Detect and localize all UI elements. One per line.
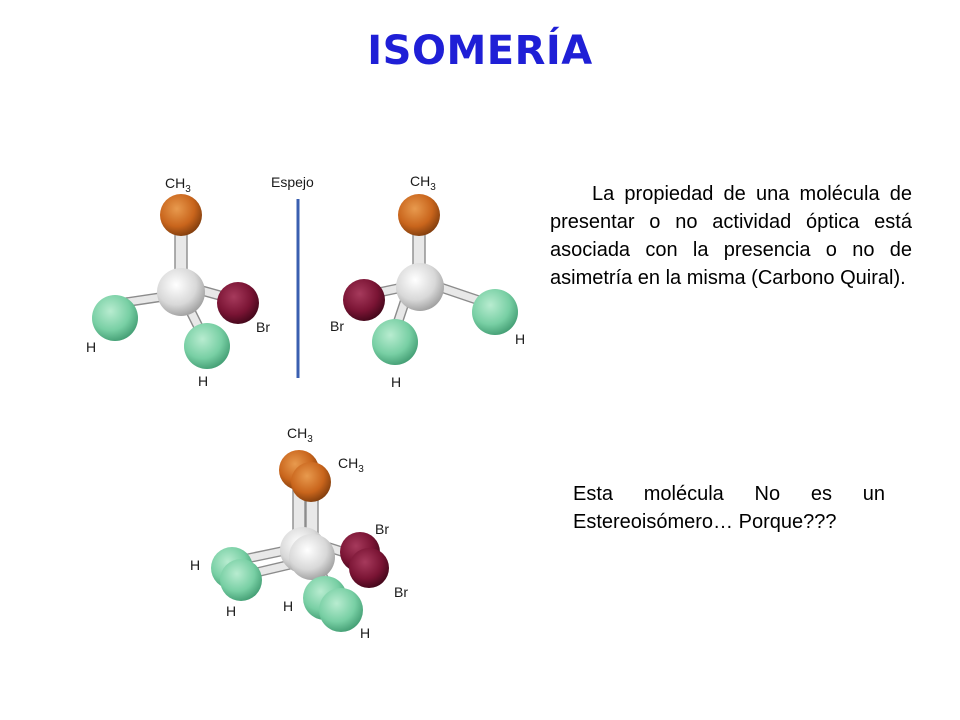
hydrogen-atom <box>92 295 138 341</box>
mirror: Espejo <box>271 174 314 378</box>
bromine-label: Br <box>256 319 270 335</box>
hydrogen-label: H <box>86 339 96 355</box>
methyl-atom <box>160 194 202 236</box>
methyl-atom <box>398 194 440 236</box>
molecule-left: CH3 Br H H <box>86 175 270 389</box>
bromine-label: Br <box>330 318 344 334</box>
mirror-label: Espejo <box>271 174 314 190</box>
carbon-atom <box>396 263 444 311</box>
molecule-right: CH3 Br H H <box>330 173 525 390</box>
methyl-label: CH3 <box>338 455 364 475</box>
hydrogen-label: H <box>360 625 370 641</box>
methyl-label: CH3 <box>287 425 313 445</box>
carbon-atom <box>289 534 335 580</box>
hydrogen-label: H <box>226 603 236 619</box>
carbon-atom <box>157 268 205 316</box>
chirality-explanation: La propiedad de una molécula de presenta… <box>550 180 912 292</box>
bromine-atom <box>217 282 259 324</box>
hydrogen-atom <box>220 559 262 601</box>
hydrogen-atom <box>319 588 363 632</box>
hydrogen-label: H <box>198 373 208 389</box>
hydrogen-atom <box>372 319 418 365</box>
hydrogen-label: H <box>391 374 401 390</box>
methyl-label: CH3 <box>165 175 191 195</box>
hydrogen-atom <box>184 323 230 369</box>
hydrogen-label: H <box>283 598 293 614</box>
bromine-atom <box>343 279 385 321</box>
methyl-label: CH3 <box>410 173 436 193</box>
bromine-label: Br <box>375 521 389 537</box>
bromine-atom <box>349 548 389 588</box>
slide-title: ISOMERÍA <box>367 28 593 74</box>
methyl-atom <box>291 462 331 502</box>
hydrogen-label: H <box>515 331 525 347</box>
bromine-label: Br <box>394 584 408 600</box>
molecule-superimposed: CH3 CH3 Br Br H H H H <box>190 425 408 641</box>
hydrogen-atom <box>472 289 518 335</box>
chirality-explanation-text: La propiedad de una molécula de presenta… <box>550 183 912 289</box>
hydrogen-label: H <box>190 557 200 573</box>
stereoisomer-question: Esta molécula No es un Estereoisómero… P… <box>573 483 885 533</box>
